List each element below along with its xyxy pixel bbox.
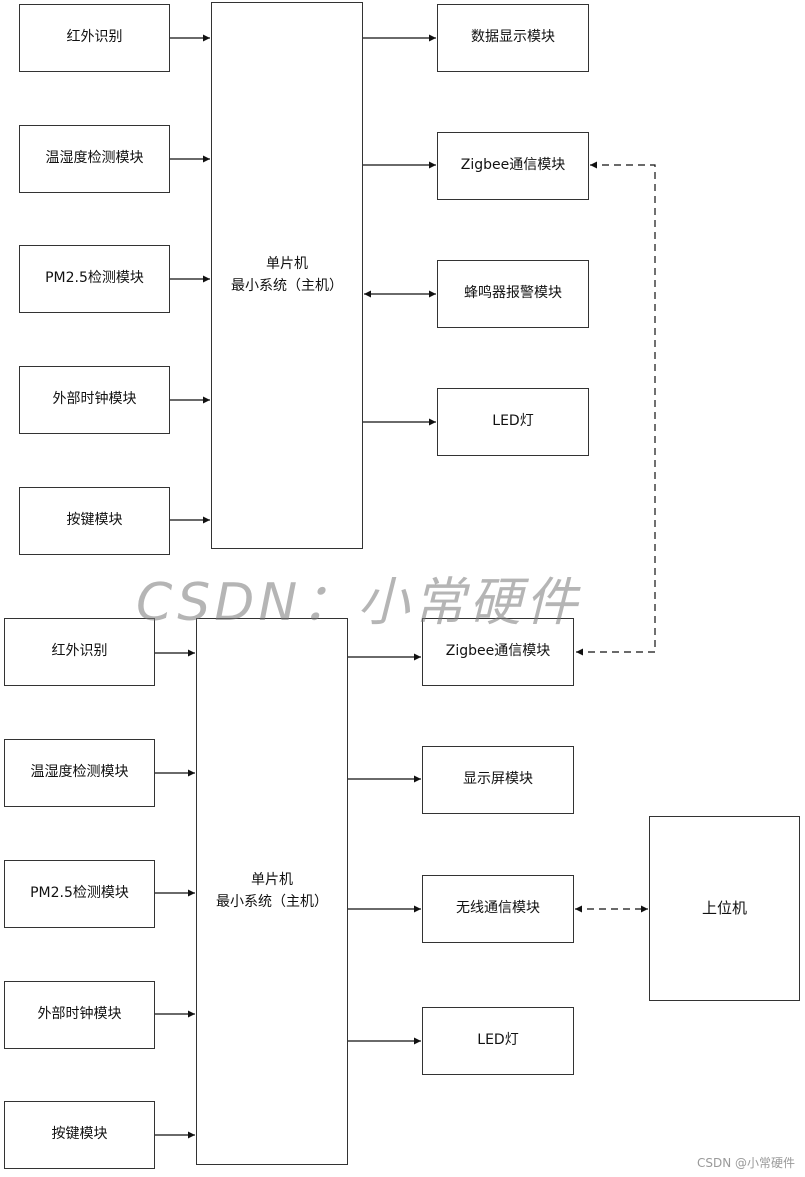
bottom-input-pm25: PM2.5检测模块: [4, 860, 155, 928]
mcu-label-line1: 单片机: [251, 871, 293, 888]
box-label: 外部时钟模块: [52, 391, 137, 408]
credit-text: CSDN @小常硬件: [696, 1156, 795, 1170]
box-label: 数据显示模块: [471, 29, 555, 46]
watermark-text: CSDN：小常硬件: [136, 573, 582, 633]
box-label: 红外识别: [51, 643, 108, 660]
box-label: LED灯: [477, 1032, 519, 1049]
top-output-buzzer: 蜂鸣器报警模块: [437, 260, 589, 328]
bottom-input-clock: 外部时钟模块: [4, 981, 155, 1049]
bottom-mcu-block: 单片机 最小系统（主机）: [196, 618, 348, 1165]
box-label: LED灯: [492, 413, 534, 430]
box-label: 按键模块: [66, 512, 123, 529]
top-input-temp-humidity: 温湿度检测模块: [19, 125, 170, 193]
mcu-label-line1: 单片机: [266, 255, 308, 272]
mcu-label-line2: 最小系统（主机）: [216, 893, 328, 910]
mcu-label-line2: 最小系统（主机）: [231, 277, 343, 294]
top-input-ir: 红外识别: [19, 4, 170, 72]
box-label: 蜂鸣器报警模块: [464, 285, 562, 302]
box-label: 温湿度检测模块: [45, 150, 144, 167]
top-mcu-block: 单片机 最小系统（主机）: [211, 2, 363, 549]
top-input-clock: 外部时钟模块: [19, 366, 170, 434]
top-output-led: LED灯: [437, 388, 589, 456]
box-label: 按键模块: [51, 1126, 108, 1143]
top-output-display: 数据显示模块: [437, 4, 589, 72]
top-input-pm25: PM2.5检测模块: [19, 245, 170, 313]
box-label: PM2.5检测模块: [45, 270, 144, 287]
box-label: Zigbee通信模块: [460, 157, 566, 174]
bottom-input-temp-humidity: 温湿度检测模块: [4, 739, 155, 807]
box-label: 显示屏模块: [463, 771, 533, 788]
bottom-input-ir: 红外识别: [4, 618, 155, 686]
box-label: 无线通信模块: [456, 900, 540, 917]
bottom-output-wireless: 无线通信模块: [422, 875, 574, 943]
bottom-output-led: LED灯: [422, 1007, 574, 1075]
host-computer-block: 上位机: [649, 816, 800, 1001]
bottom-output-screen: 显示屏模块: [422, 746, 574, 814]
box-label: 上位机: [701, 898, 747, 917]
bottom-input-keys: 按键模块: [4, 1101, 155, 1169]
box-label: PM2.5检测模块: [30, 885, 129, 902]
top-input-keys: 按键模块: [19, 487, 170, 555]
box-label: Zigbee通信模块: [445, 643, 551, 660]
box-label: 温湿度检测模块: [30, 764, 129, 781]
top-output-zigbee: Zigbee通信模块: [437, 132, 589, 200]
box-label: 外部时钟模块: [37, 1006, 122, 1023]
bottom-output-zigbee: Zigbee通信模块: [422, 618, 574, 686]
box-label: 红外识别: [66, 29, 123, 46]
